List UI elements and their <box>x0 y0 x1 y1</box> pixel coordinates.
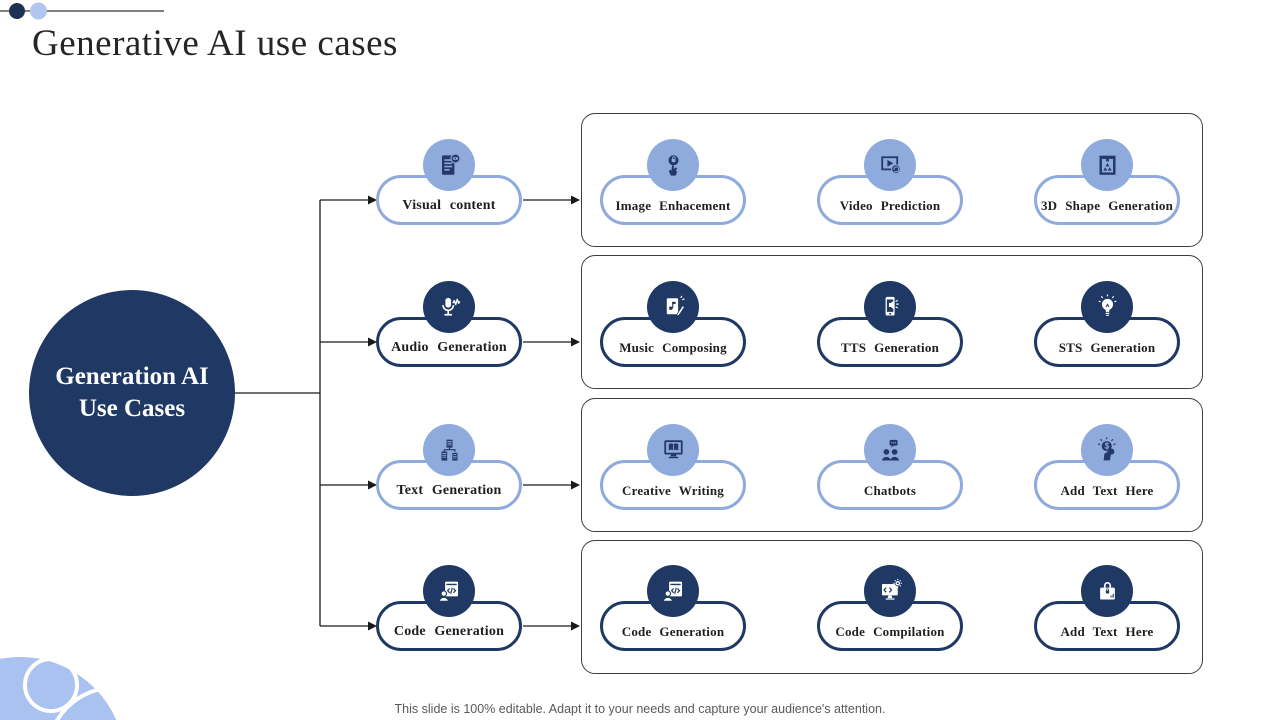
use-case-item: Chatbots <box>810 424 970 510</box>
category-node-label: Text Generation <box>396 483 502 498</box>
video-prediction-icon <box>864 139 916 191</box>
use-case-item-shape: Add Text Here <box>1034 460 1180 510</box>
3d-shape-generation-icon <box>1081 139 1133 191</box>
audio-generation-icon <box>423 281 475 333</box>
use-case-item-shape: 3D Shape Generation <box>1034 175 1180 225</box>
code-generation-icon <box>423 565 475 617</box>
use-case-item-label: Code Compilation <box>835 624 945 639</box>
use-case-item: Music Composing <box>593 281 753 367</box>
use-case-item-label: Add Text Here <box>1060 483 1154 498</box>
use-case-item: 3D Shape Generation <box>1027 139 1187 225</box>
briefcase-icon <box>1081 565 1133 617</box>
use-case-item: Creative Writing <box>593 424 753 510</box>
code-compilation-icon <box>864 565 916 617</box>
use-case-item: Image Enhacement <box>593 139 753 225</box>
use-case-item: STS Generation <box>1027 281 1187 367</box>
category-node-label: Code Generation <box>393 624 505 639</box>
use-case-item-label: Add Text Here <box>1060 624 1154 639</box>
code-generation-icon <box>647 565 699 617</box>
corner-circle-decoration <box>0 657 130 720</box>
header-line-decoration <box>0 2 164 20</box>
idea-person-icon <box>1081 424 1133 476</box>
use-case-item-label: Creative Writing <box>622 483 724 498</box>
tts-generation-icon <box>864 281 916 333</box>
use-case-item-label: Code Generation <box>621 624 725 639</box>
text-generation-icon <box>423 424 475 476</box>
category-node-label: Audio Generation <box>391 340 507 355</box>
footer-note: This slide is 100% editable. Adapt it to… <box>394 702 886 716</box>
category-node: Code Generation <box>369 565 529 651</box>
use-case-item: Video Prediction <box>810 139 970 225</box>
use-case-item-label: Video Prediction <box>839 198 941 213</box>
image-enhancement-icon <box>647 139 699 191</box>
use-case-item: Add Text Here <box>1027 565 1187 651</box>
use-case-item: Code Compilation <box>810 565 970 651</box>
use-case-item: Add Text Here <box>1027 424 1187 510</box>
chatbots-icon <box>864 424 916 476</box>
use-case-item: Code Generation <box>593 565 753 651</box>
category-node: Text Generation <box>369 424 529 510</box>
use-case-item-label: 3D Shape Generation <box>1040 198 1174 213</box>
category-node: Audio Generation <box>369 281 529 367</box>
central-topic-circle: Generation AI Use Cases <box>29 290 235 496</box>
sts-generation-icon <box>1081 281 1133 333</box>
use-case-item: TTS Generation <box>810 281 970 367</box>
use-case-item-label: Music Composing <box>619 340 727 355</box>
use-case-item-label: Image Enhacement <box>615 198 731 213</box>
use-case-item-label: STS Generation <box>1058 340 1156 355</box>
category-node: Visual content <box>369 139 529 225</box>
music-composing-icon <box>647 281 699 333</box>
use-case-item-label: TTS Generation <box>841 340 939 355</box>
central-topic-label: Generation AI Use Cases <box>55 362 209 423</box>
category-node-label: Visual content <box>402 198 496 213</box>
creative-writing-icon <box>647 424 699 476</box>
category-node-shape: Audio Generation <box>376 317 522 367</box>
use-case-item-label: Chatbots <box>863 483 917 498</box>
page-title: Generative AI use cases <box>32 23 398 64</box>
visual-content-icon <box>423 139 475 191</box>
